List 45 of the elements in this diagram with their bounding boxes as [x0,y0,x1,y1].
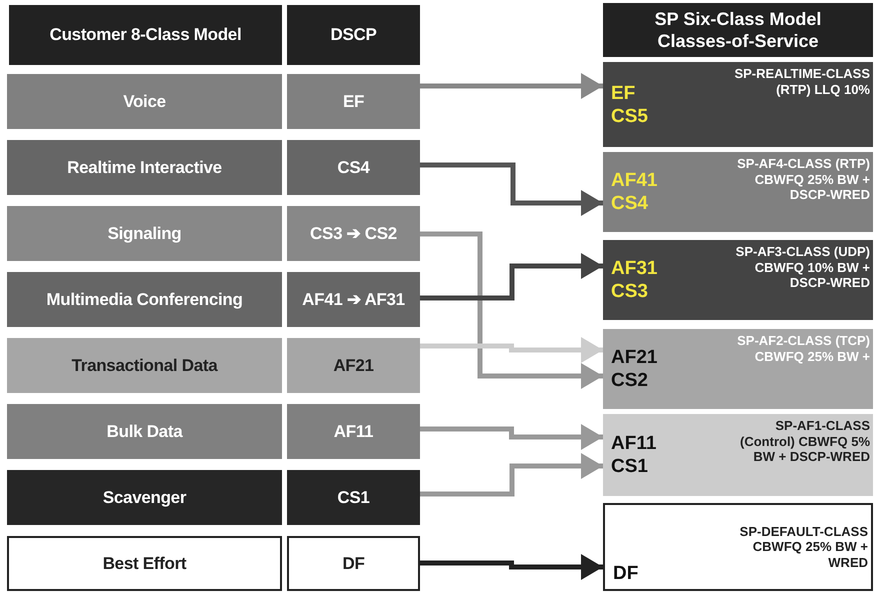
service-class-box [603,62,873,147]
arrow [420,162,603,216]
column-header: Customer 8-Class Model [9,5,282,65]
service-class-box [603,240,873,320]
dscp-codes: EF CS5 [611,82,649,128]
dscp-cell: CS1 [287,470,420,525]
dscp-cell: CS3 ➔ CS2 [287,206,420,261]
arrow [420,424,603,450]
dscp-codes: AF21 CS2 [611,346,658,392]
arrow [420,337,603,363]
dscp-cell: AF11 [287,404,420,459]
service-class-box [603,152,873,232]
traffic-class-cell: Best Effort [7,536,282,591]
class-description: SP-AF4-CLASS (RTP) CBWFQ 25% BW + DSCP-WRED [736,156,870,202]
class-description: SP-AF3-CLASS (UDP) CBWFQ 10% BW + DSCP-WRED [734,244,870,290]
traffic-class-cell: Realtime Interactive [7,140,282,195]
class-description: SP-REALTIME-CLASS (RTP) LLQ 10% [733,66,870,97]
service-class-box [603,329,873,409]
traffic-class-cell: Signaling [7,206,282,261]
dscp-cell: AF41 ➔ AF31 [287,272,420,327]
arrow [420,554,603,580]
service-class-box [603,414,873,496]
dscp-cell: CS4 [287,140,420,195]
dscp-codes: AF11 CS1 [611,432,658,478]
arrow [420,253,603,300]
traffic-class-cell: Voice [7,74,282,129]
traffic-class-cell: Multimedia Conferencing [7,272,282,327]
traffic-class-cell: Bulk Data [7,404,282,459]
column-header: SP Six-Class Model Classes-of-Service [603,3,873,57]
dscp-codes: AF31 CS3 [611,257,658,303]
class-description: SP-AF1-CLASS (Control) CBWFQ 5% BW + DSCP-WRED [739,418,870,464]
service-class-box [603,503,873,591]
column-header: DSCP [287,5,420,65]
arrow [420,232,603,389]
dscp-codes: DF [613,562,640,585]
class-description: SP-AF2-CLASS (TCP) CBWFQ 25% BW + [736,333,870,364]
dscp-cell: DF [287,536,420,591]
arrow [420,73,603,99]
dscp-cell: EF [287,74,420,129]
arrow [420,453,603,496]
traffic-class-cell: Scavenger [7,470,282,525]
dscp-cell: AF21 [287,338,420,393]
traffic-class-cell: Transactional Data [7,338,282,393]
dscp-codes: AF41 CS4 [611,169,658,215]
class-description: SP-DEFAULT-CLASS CBWFQ 25% BW + WRED [738,524,868,570]
